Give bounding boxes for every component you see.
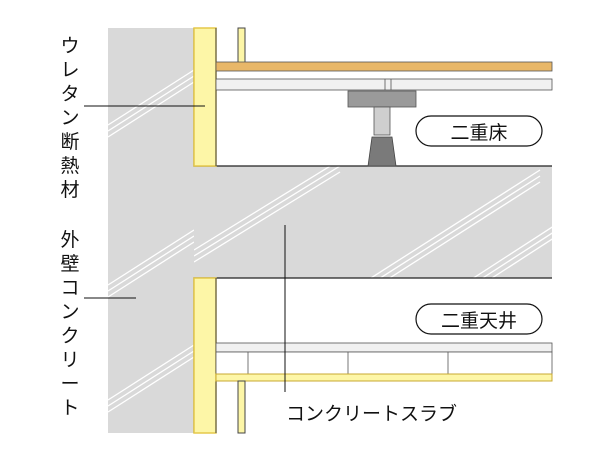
urethane-insulation-lower: [193, 277, 217, 434]
ceiling-board: [215, 351, 553, 375]
ceiling-finish: [215, 373, 553, 382]
concrete-slab: [194, 166, 552, 278]
floor-finish: [215, 61, 553, 72]
double-ceiling-label: 二重天井: [441, 310, 517, 332]
exterior-wall-concrete-label: 外壁コンクリート: [60, 229, 80, 419]
urethane-insulation-label: ウレタン断熱材: [60, 35, 80, 201]
double-floor-label: 二重床: [450, 122, 507, 144]
double-floor-callout: 二重床: [415, 115, 543, 147]
floor-panel: [215, 78, 553, 91]
double-ceiling-callout: 二重天井: [415, 303, 543, 335]
concrete-hatch: [108, 69, 552, 413]
concrete-slab-label: コンクリートスラブ: [286, 402, 457, 425]
floor-support-bolt: [347, 90, 417, 167]
upper-wall-board: [237, 27, 246, 67]
urethane-insulation-upper: [193, 27, 217, 167]
ceiling-joists: [215, 342, 553, 353]
lower-wall-board: [237, 380, 246, 434]
